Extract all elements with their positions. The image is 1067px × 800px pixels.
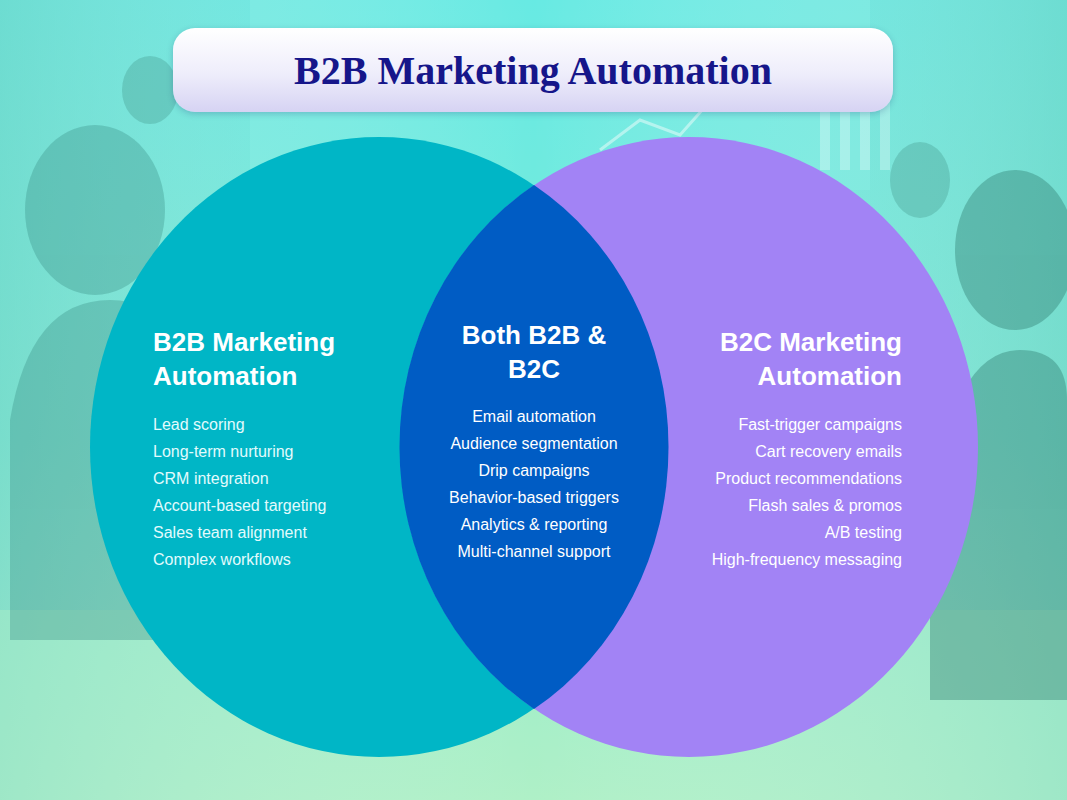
list-item: Email automation — [414, 403, 654, 430]
list-item: Fast-trigger campaigns — [632, 411, 902, 438]
heading-group: Both B2B & B2C — [454, 318, 614, 386]
list-item: Flash sales & promos — [632, 492, 902, 519]
list-item: Sales team alignment — [153, 519, 393, 546]
heading-group: B2B Marketing Automation — [153, 325, 383, 393]
list-item: Complex workflows — [153, 546, 393, 573]
circle-heading: Both B2B & B2C — [454, 318, 614, 386]
overlap-lens: Both B2B & B2C Email automationAudience s… — [400, 185, 668, 709]
list-item: High-frequency messaging — [632, 546, 902, 573]
list-item: Cart recovery emails — [632, 438, 902, 465]
list-item: Drip campaigns — [414, 457, 654, 484]
list-item: Analytics & reporting — [414, 511, 654, 538]
list-item: A/B testing — [632, 519, 902, 546]
heading-group: B2C Marketing Automation — [676, 325, 902, 393]
list-item: Product recommendations — [632, 465, 902, 492]
list-item: CRM integration — [153, 465, 393, 492]
title-text: B2B Marketing Automation — [294, 47, 772, 94]
list-item: Audience segmentation — [414, 430, 654, 457]
item-list: Email automationAudience segmentationDri… — [414, 403, 654, 565]
circle-heading: B2C Marketing Automation — [676, 325, 902, 393]
list-item: Account-based targeting — [153, 492, 393, 519]
item-list: Lead scoringLong-term nurturingCRM integ… — [153, 411, 393, 573]
item-list: Fast-trigger campaignsCart recovery emai… — [632, 411, 902, 573]
list-item: Long-term nurturing — [153, 438, 393, 465]
title-banner: B2B Marketing Automation — [173, 28, 893, 112]
list-item: Behavior-based triggers — [414, 484, 654, 511]
list-item: Lead scoring — [153, 411, 393, 438]
list-item: Multi-channel support — [414, 538, 654, 565]
circle-heading: B2B Marketing Automation — [153, 325, 383, 393]
